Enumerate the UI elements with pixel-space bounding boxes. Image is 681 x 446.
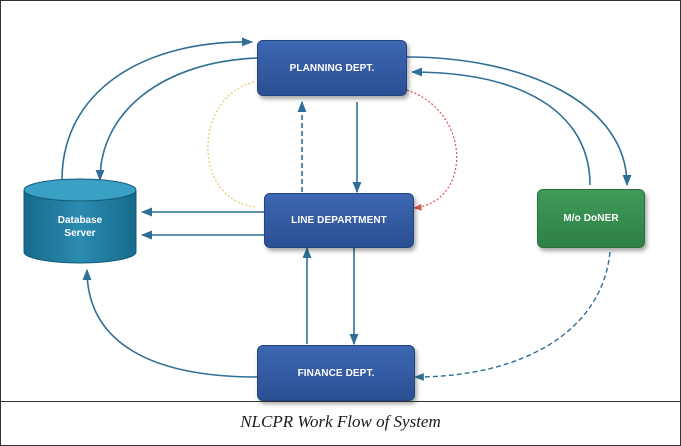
arrow-planning-to-doner-outer — [406, 56, 632, 187]
database-label-line1: Database — [57, 215, 103, 226]
finance-dept-node: FINANCE DEPT. — [257, 345, 415, 401]
database-cylinder-shape — [23, 178, 137, 264]
caption-area: NLCPR Work Flow of System — [1, 401, 680, 446]
planning-dept-label: PLANNING DEPT. — [289, 62, 375, 74]
diagram-connectors — [23, 37, 632, 381]
database-server-node: Database Server — [24, 214, 136, 240]
arrow-planning-to-db-inner — [95, 57, 258, 182]
arrow-doner-to-finance-dashed — [414, 251, 611, 381]
workflow-diagram: Database Server PLANNING DEPT. LINE DEPA… — [2, 2, 679, 401]
arrow-db-to-planning-outer — [61, 37, 254, 181]
arc-red-dotted — [406, 89, 458, 211]
planning-dept-node: PLANNING DEPT. — [257, 40, 407, 96]
line-department-label: LINE DEPARTMENT — [291, 215, 387, 226]
figure-caption: NLCPR Work Flow of System — [240, 412, 441, 431]
arc-yellow-dotted — [207, 81, 258, 208]
doner-label: M/o DoNER — [563, 213, 619, 224]
arrow-doner-to-planning-inner — [410, 67, 591, 186]
database-label-line2: Server — [64, 228, 96, 239]
doner-node: M/o DoNER — [537, 189, 645, 248]
arrow-finance-to-db — [82, 268, 258, 378]
line-department-node: LINE DEPARTMENT — [264, 193, 414, 248]
finance-dept-label: FINANCE DEPT. — [297, 367, 375, 379]
